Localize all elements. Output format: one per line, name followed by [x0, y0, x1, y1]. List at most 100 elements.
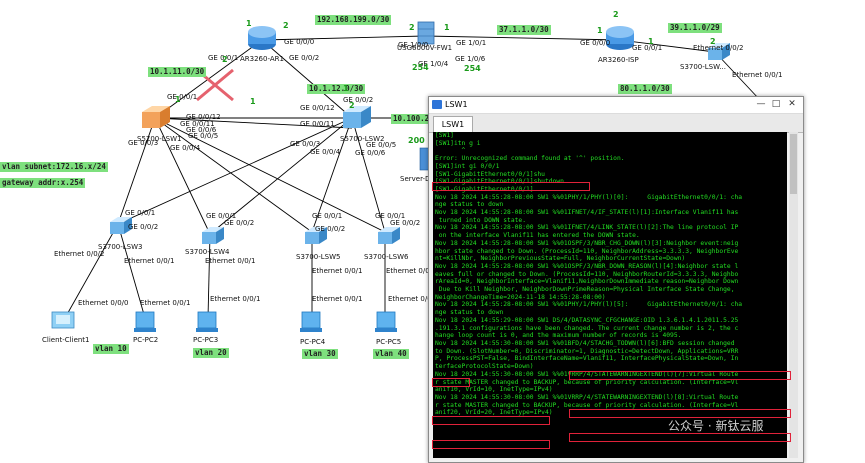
- terminal-output[interactable]: [SW1][SW1]itn g i ^Error: Unrecognized c…: [433, 132, 787, 458]
- terminal-line: rAreaId=0, NeighborInterface=Vlanif11,Ne…: [435, 278, 739, 286]
- device-name-lsw3: S3700-LSW3: [98, 243, 143, 251]
- link-number: 2: [613, 10, 619, 19]
- terminal-line: Nov 18 2024 14:55:30-08:00 SW1 %%01VRRP/…: [435, 370, 739, 378]
- maximize-icon[interactable]: □: [771, 99, 781, 109]
- tab-lsw1[interactable]: LSW1: [433, 116, 473, 133]
- firewall-icon[interactable]: [417, 21, 435, 45]
- port-label: GE 0/0/4: [170, 144, 201, 152]
- terminal-line: r state MASTER changed to BACKUP, becaus…: [435, 401, 739, 409]
- port-label: GE 0/0/1: [312, 212, 343, 220]
- switch-lsw6-icon[interactable]: [378, 227, 400, 244]
- switch-lsw2-icon[interactable]: [343, 106, 371, 128]
- switch-lsw5-icon[interactable]: [305, 227, 327, 244]
- highlight-vrrp2-box: [569, 433, 791, 442]
- device-name-isp: AR3260-ISP: [598, 56, 639, 64]
- terminal-line: hbor state changed to Down. (ProcessId=1…: [435, 247, 739, 255]
- link-number: 254: [464, 64, 481, 73]
- port-label: Ethernet 0/0/1: [210, 295, 261, 303]
- port-label: GE 0/0/1: [206, 212, 237, 220]
- device-name-ar1: AR3260-AR1: [240, 55, 284, 63]
- device-name-client1: Client-Client1: [42, 336, 90, 344]
- scrollbar-thumb[interactable]: [790, 134, 797, 194]
- minimize-icon[interactable]: —: [756, 99, 766, 109]
- port-label: GE 0/0/6: [355, 149, 386, 157]
- terminal-line: Nov 18 2024 14:55:30-08:00 SW1 %%01BFD/4…: [435, 339, 735, 347]
- terminal-line: [SW1-GigabitEthernet0/0/1]shu: [435, 170, 545, 178]
- port-label: Ethernet 0/0/1: [124, 257, 175, 265]
- port-label: Ethernet 0/0/0: [78, 299, 129, 307]
- pc5-icon[interactable]: [375, 311, 397, 332]
- port-label: Ethernet 0/0/1: [732, 71, 783, 79]
- router-isp-icon[interactable]: [606, 26, 634, 50]
- switch-lsw3-icon[interactable]: [110, 217, 132, 234]
- port-label: GE 1/0/4: [418, 60, 449, 68]
- port-label: Ethernet 0/0/1: [140, 299, 191, 307]
- terminal-line: Due to Kill Neighbor, NeighborDownPrimeR…: [435, 286, 735, 294]
- terminal-line: ^: [435, 147, 466, 155]
- link-number: 1: [444, 23, 450, 32]
- client1-icon[interactable]: [51, 311, 75, 329]
- port-label: Ethernet 0/0/1: [386, 267, 437, 275]
- cli-window[interactable]: LSW1 — □ ✕ LSW1 [SW1][SW1]itn g i ^Error…: [428, 96, 804, 463]
- vlan-label: vlan 30: [302, 349, 338, 360]
- port-label: GE 0/0/2: [289, 54, 320, 62]
- switch-isp-icon[interactable]: [708, 43, 730, 60]
- terminal-line: turned into DOWN state.: [435, 216, 526, 224]
- port-label: GE 0/0/2: [390, 219, 421, 227]
- device-name-lsw6: S3700-LSW6: [364, 253, 409, 261]
- link-number: 2: [349, 101, 355, 110]
- close-icon[interactable]: ✕: [788, 99, 796, 109]
- terminal-line: Error: Unrecognized command found at '^'…: [435, 155, 625, 163]
- network-label: 37.1.1.0/30: [497, 25, 551, 36]
- vlan-label: vlan 40: [373, 349, 409, 360]
- terminal-line: anif20, VrId=20, InetType=IPv4): [435, 409, 553, 417]
- window-titlebar[interactable]: LSW1 — □ ✕: [429, 97, 803, 114]
- port-label: GE 0/0/12: [300, 104, 335, 112]
- port-label: GE 0/0/2: [224, 219, 255, 227]
- port-label: GE 0/0/0: [284, 38, 315, 46]
- terminal-lines: [SW1][SW1]itn g i ^Error: Unrecognized c…: [433, 132, 787, 417]
- device-name-isp-switch: S3700-LSW...: [680, 63, 726, 71]
- highlight-backup1-box: [432, 416, 550, 425]
- port-label: Ethernet 0/0/1: [312, 295, 363, 303]
- terminal-line: Nov 18 2024 14:55:28-08:00 SW1 %%01OSPF/…: [435, 262, 739, 270]
- pc3-icon[interactable]: [196, 311, 218, 332]
- terminal-line: nge status to down: [435, 309, 504, 317]
- router-ar1-icon[interactable]: [248, 26, 276, 50]
- terminal-line: Nov 18 2024 14:55:28-08:00 SW1 %%01PHY/1…: [435, 301, 743, 309]
- link-number: 1: [175, 95, 181, 104]
- switch-lsw1-icon[interactable]: [142, 106, 170, 128]
- port-label: GE 1/0/1: [456, 39, 487, 47]
- highlight-todown-box: [432, 378, 470, 387]
- network-label: 39.1.1.0/29: [668, 23, 722, 34]
- link-number: 200: [408, 136, 425, 145]
- terminal-line: anif10, VrId=10, InetType=IPv4): [435, 386, 553, 394]
- device-name-lsw5: S3700-LSW5: [296, 253, 341, 261]
- port-label: Ethernet 0/0/2: [54, 250, 105, 258]
- port-label: GE 0/0/6: [186, 126, 217, 134]
- watermark: 公众号 · 新钛云服: [668, 419, 764, 433]
- pc4-icon[interactable]: [300, 311, 322, 332]
- port-label: GE 0/0/4: [310, 148, 341, 156]
- vlan-label: vlan 20: [193, 348, 229, 359]
- port-label: Ethernet 0/0/1: [312, 267, 363, 275]
- terminal-line: Nov 18 2024 14:55:29-08:00 SW1 DS/4/DATA…: [435, 316, 739, 324]
- link-number: 1: [246, 19, 252, 28]
- link-number: 1: [597, 26, 603, 35]
- terminal-line: Nov 18 2024 14:55:28-08:00 SW1 %%01IFNET…: [435, 209, 739, 217]
- vertical-scrollbar[interactable]: [789, 132, 798, 458]
- device-name-pc2: PC-PC2: [133, 336, 159, 344]
- port-label: Ethernet 0/0/1: [205, 257, 256, 265]
- device-name-pc5: PC-PC5: [376, 338, 402, 346]
- link-number: 2: [283, 21, 289, 30]
- device-name-lsw2: S5700-LSW2: [340, 135, 385, 143]
- terminal-line: [SW1-GigabitEthernet0/0/1]shutdown: [435, 178, 564, 186]
- highlight-bfd-box: [569, 371, 791, 380]
- terminal-line: [SW1-GigabitEthernet0/0/1]: [435, 185, 534, 193]
- port-label: GE 0/0/1: [167, 93, 198, 101]
- pc2-icon[interactable]: [134, 311, 156, 332]
- switch-lsw4-icon[interactable]: [202, 227, 224, 244]
- device-name-pc4: PC-PC4: [300, 338, 326, 346]
- terminal-line: [SW1]: [435, 132, 454, 139]
- terminal-line: Nov 18 2024 14:55:28-08:00 SW1 %%01IFNET…: [435, 224, 739, 232]
